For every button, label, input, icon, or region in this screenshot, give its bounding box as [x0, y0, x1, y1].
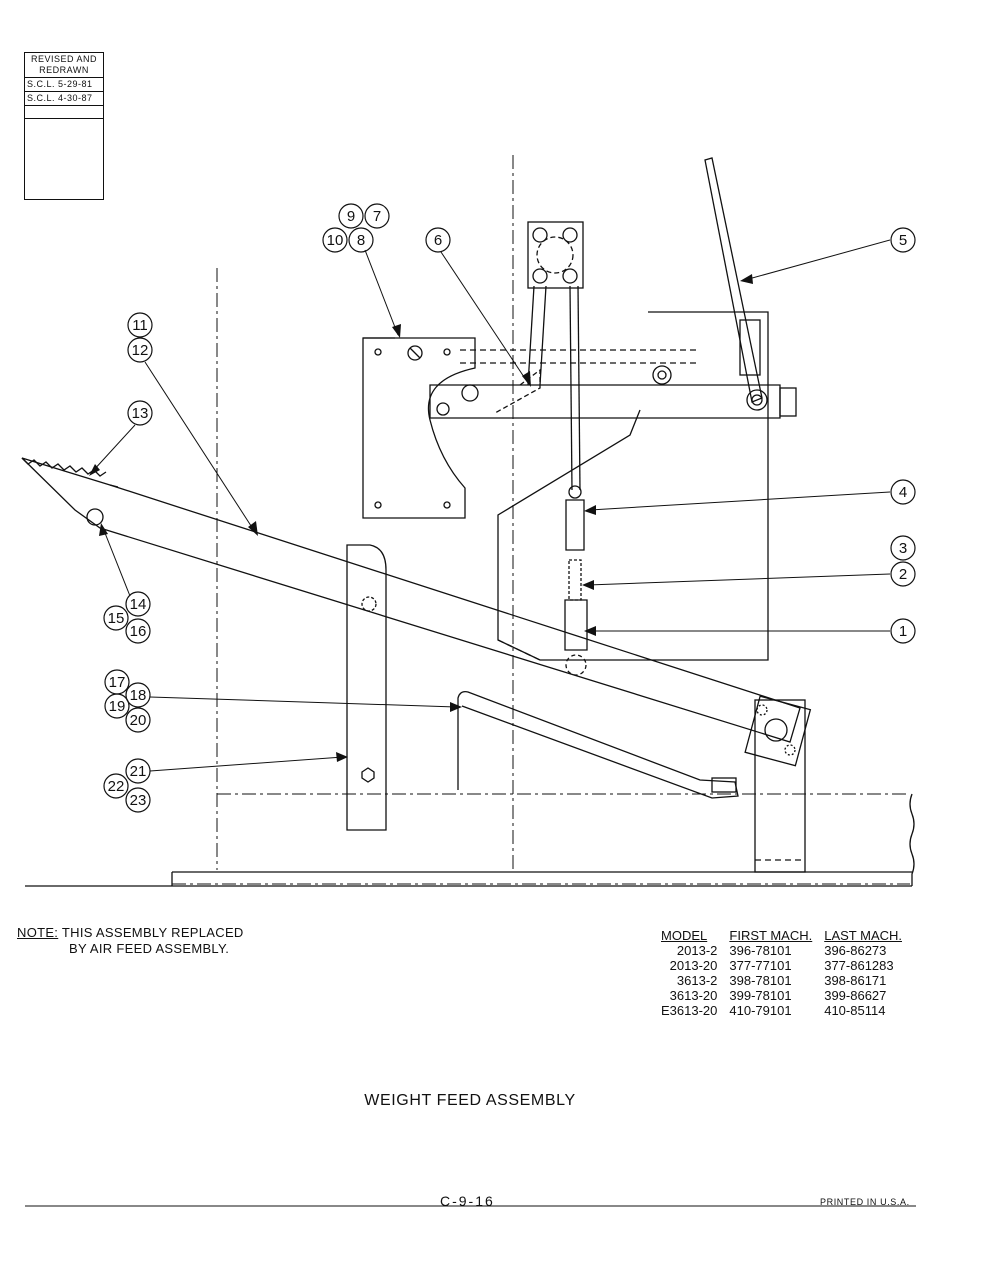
- column-header-model: MODEL: [661, 928, 708, 943]
- printed-in-label: PRINTED IN U.S.A.: [820, 1197, 910, 1207]
- svg-text:6: 6: [434, 232, 442, 249]
- svg-text:20: 20: [130, 712, 147, 729]
- table-row: E3613-20 410-79101 410-85114: [655, 1003, 908, 1018]
- model-cell: 3613-20: [669, 988, 718, 1003]
- last-mach-cell: 377-861283: [824, 958, 894, 973]
- callout-23: 23: [125, 787, 151, 813]
- footer-rule: [25, 1205, 916, 1207]
- first-mach-cell: 398-78101: [729, 973, 792, 988]
- svg-text:3: 3: [899, 540, 907, 557]
- callout-18: 18: [125, 682, 151, 708]
- table-row: 3613-20 399-78101 399-86627: [655, 988, 908, 1003]
- callout-15: 15: [103, 605, 129, 631]
- callout-13: 13: [127, 400, 153, 426]
- callout-2: 2: [890, 561, 916, 587]
- callout-6: 6: [425, 227, 451, 253]
- svg-text:5: 5: [899, 232, 907, 249]
- svg-text:17: 17: [109, 674, 126, 691]
- callout-4: 4: [890, 479, 916, 505]
- last-mach-cell: 396-86273: [824, 943, 887, 958]
- last-mach-cell: 398-86171: [824, 973, 887, 988]
- back-plate: [497, 311, 769, 661]
- model-cell: 2013-20: [669, 958, 718, 973]
- callout-19: 19: [104, 693, 130, 719]
- callout-bubbles: 1 2 3 4 5 6 7 8 9 10 11 12 13 14 15 16 1…: [103, 203, 916, 813]
- callout-11: 11: [127, 312, 153, 338]
- table-row: 2013-20 377-77101 377-861283: [655, 958, 908, 973]
- pointer-arm: [704, 157, 768, 411]
- svg-text:21: 21: [130, 763, 147, 780]
- callout-20: 20: [125, 707, 151, 733]
- first-mach-cell: 399-78101: [729, 988, 792, 1003]
- svg-text:16: 16: [130, 623, 147, 640]
- lower-rod: [457, 690, 739, 799]
- model-serial-table: MODEL FIRST MACH. LAST MACH. 2013-2 396-…: [655, 928, 908, 1018]
- revision-blank-row: [25, 106, 103, 119]
- page-number: C-9-16: [440, 1193, 495, 1209]
- table-row: 2013-2 396-78101 396-86273: [655, 943, 908, 958]
- model-cell: E3613-20: [661, 1003, 718, 1018]
- callout-21: 21: [125, 758, 151, 784]
- svg-text:9: 9: [347, 208, 355, 225]
- callout-9: 9: [338, 203, 364, 229]
- callout-8: 8: [348, 227, 374, 253]
- callout-12: 12: [127, 337, 153, 363]
- svg-text:8: 8: [357, 232, 365, 249]
- first-mach-cell: 396-78101: [729, 943, 792, 958]
- bracket-block: [362, 337, 476, 519]
- svg-text:12: 12: [132, 342, 149, 359]
- note-line-1: THIS ASSEMBLY REPLACED: [61, 925, 244, 940]
- svg-text:2: 2: [899, 566, 907, 583]
- revision-row: S.C.L. 5-29-81: [25, 78, 103, 92]
- svg-text:4: 4: [899, 484, 907, 501]
- right-post: [744, 695, 812, 873]
- callout-14: 14: [125, 591, 151, 617]
- svg-text:10: 10: [327, 232, 344, 249]
- note-line-2: BY AIR FEED ASSEMBLY.: [69, 941, 230, 956]
- callout-1: 1: [890, 618, 916, 644]
- svg-text:23: 23: [130, 792, 147, 809]
- revision-box: REVISED AND REDRAWN S.C.L. 5-29-81 S.C.L…: [24, 52, 104, 200]
- svg-text:11: 11: [132, 317, 148, 334]
- svg-text:15: 15: [108, 610, 125, 627]
- model-cell: 2013-2: [676, 943, 718, 958]
- vertical-plate: [346, 544, 387, 831]
- note-label: NOTE:: [17, 925, 59, 940]
- callout-10: 10: [322, 227, 348, 253]
- callout-22: 22: [103, 773, 129, 799]
- column-header-first-mach: FIRST MACH.: [729, 928, 813, 943]
- upper-lever: [429, 349, 797, 419]
- centerlines: [172, 155, 910, 885]
- svg-text:14: 14: [130, 596, 147, 613]
- svg-text:19: 19: [109, 698, 126, 715]
- table-row: 3613-2 398-78101 398-86171: [655, 973, 908, 988]
- svg-text:18: 18: [130, 687, 147, 704]
- callout-5: 5: [890, 227, 916, 253]
- revision-header: REVISED AND REDRAWN: [25, 53, 103, 78]
- column-header-last-mach: LAST MACH.: [824, 928, 902, 943]
- assembly-note: NOTE: THIS ASSEMBLY REPLACED BY AIR FEED…: [17, 925, 244, 957]
- top-clamp-block: [527, 221, 584, 491]
- svg-text:1: 1: [899, 623, 907, 640]
- callout-7: 7: [364, 203, 390, 229]
- callout-17: 17: [104, 669, 130, 695]
- last-mach-cell: 399-86627: [824, 988, 887, 1003]
- first-mach-cell: 410-79101: [729, 1003, 792, 1018]
- first-mach-cell: 377-77101: [729, 958, 792, 973]
- model-cell: 3613-2: [676, 973, 718, 988]
- revision-row: S.C.L. 4-30-87: [25, 92, 103, 106]
- svg-text:22: 22: [108, 778, 125, 795]
- callout-16: 16: [125, 618, 151, 644]
- arrowheads: [89, 274, 753, 762]
- svg-text:13: 13: [132, 405, 149, 422]
- callout-3: 3: [890, 535, 916, 561]
- table-header-row: MODEL FIRST MACH. LAST MACH.: [655, 928, 908, 943]
- last-mach-cell: 410-85114: [824, 1003, 886, 1018]
- rod-cylinder: [564, 485, 588, 676]
- svg-text:7: 7: [373, 208, 381, 225]
- leader-lines: [91, 239, 891, 772]
- drawing-title: WEIGHT FEED ASSEMBLY: [364, 1092, 576, 1109]
